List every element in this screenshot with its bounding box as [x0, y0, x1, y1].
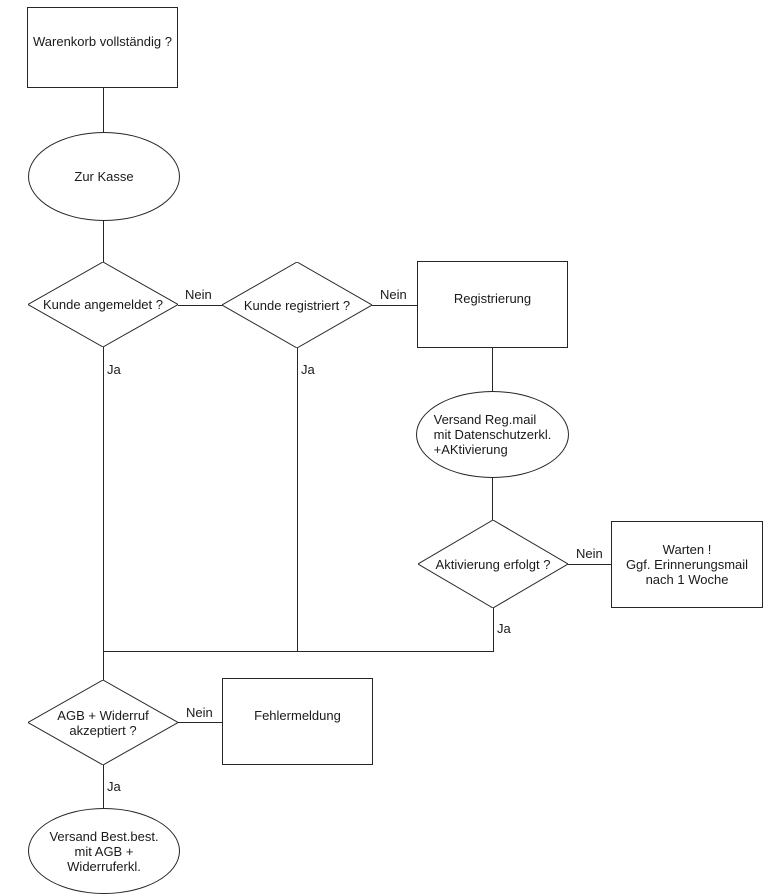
node-versand-bestbest: Versand Best.best. mit AGB + Widerruferk…: [28, 808, 180, 894]
node-registrierung-label: Registrierung: [453, 290, 532, 306]
node-aktivierung-erfolgt: Aktivierung erfolgt ?: [418, 520, 568, 608]
connector-agb-to-versandbest: [103, 765, 104, 808]
node-versand-bestbest-line3: Widerruferkl.: [67, 858, 141, 874]
connector-agb-to-fehlermeldung: [178, 722, 222, 723]
node-warten-line3: nach 1 Woche: [645, 572, 729, 587]
connector-registrierung-to-versand: [492, 348, 493, 391]
node-zur-kasse: Zur Kasse: [28, 132, 180, 221]
connector-angemeldet-to-registriert: [178, 305, 222, 306]
connector-versand-to-aktivierung: [492, 478, 493, 520]
edge-label-aktivierung-ja: Ja: [497, 621, 511, 636]
node-kunde-registriert: Kunde registriert ?: [222, 262, 372, 348]
node-versand-regmail-line1: Versand Reg.mail: [433, 412, 537, 427]
node-agb-widerruf: AGB + Widerruf akzeptiert ?: [28, 680, 178, 765]
connector-aktivierung-to-warten: [568, 564, 611, 565]
node-aktivierung-erfolgt-label: Aktivierung erfolgt ?: [435, 556, 551, 572]
connector-registriert-to-registrierung: [372, 305, 417, 306]
edge-label-registriert-ja: Ja: [301, 362, 315, 377]
node-kunde-angemeldet: Kunde angemeldet ?: [28, 262, 178, 347]
connector-angemeldet-ja-down: [103, 347, 104, 680]
connector-kasse-to-angemeldet: [103, 221, 104, 262]
node-agb-widerruf-line1: AGB + Widerruf: [57, 707, 149, 723]
node-warenkorb-vollstaendig: Warenkorb vollständig ?: [27, 7, 178, 88]
node-versand-regmail-line3: +AKtivierung: [433, 442, 508, 457]
node-warenkorb-label: Warenkorb vollständig ?: [33, 33, 172, 49]
diamond-shape: [28, 680, 178, 765]
edge-label-aktivierung-nein: Nein: [576, 546, 603, 561]
node-warten: Warten ! Ggf. Erinnerungsmail nach 1 Woc…: [611, 521, 763, 608]
diamond-shape: [418, 520, 568, 608]
node-zur-kasse-label: Zur Kasse: [74, 169, 134, 184]
node-fehlermeldung: Fehlermeldung: [222, 678, 373, 765]
connector-registriert-ja-down: [297, 348, 298, 652]
edge-label-angemeldet-nein: Nein: [185, 287, 212, 302]
node-versand-bestbest-line2: mit AGB +: [74, 843, 134, 859]
node-versand-regmail-line2: mit Datenschutzerkl.: [433, 427, 552, 442]
connector-aktivierung-ja-down: [493, 608, 494, 652]
edge-label-registriert-nein: Nein: [380, 287, 407, 302]
edge-label-agb-ja: Ja: [107, 779, 121, 794]
edge-label-angemeldet-ja: Ja: [107, 362, 121, 377]
node-versand-bestbest-line1: Versand Best.best.: [49, 828, 159, 844]
node-agb-widerruf-line2: akzeptiert ?: [69, 722, 137, 738]
connector-warenkorb-to-kasse: [103, 88, 104, 132]
node-fehlermeldung-label: Fehlermeldung: [254, 707, 341, 723]
edge-label-agb-nein: Nein: [186, 705, 213, 720]
node-registrierung: Registrierung: [417, 261, 568, 348]
node-versand-regmail: Versand Reg.mail mit Datenschutzerkl. +A…: [416, 391, 569, 478]
node-warten-line1: Warten !: [662, 542, 712, 557]
connector-join-horizontal: [103, 651, 494, 652]
node-kunde-registriert-label: Kunde registriert ?: [243, 297, 351, 313]
diamond-shape: [28, 262, 178, 347]
node-warten-line2: Ggf. Erinnerungsmail: [625, 557, 749, 572]
node-kunde-angemeldet-label: Kunde angemeldet ?: [43, 297, 163, 312]
diamond-shape: [222, 262, 372, 348]
